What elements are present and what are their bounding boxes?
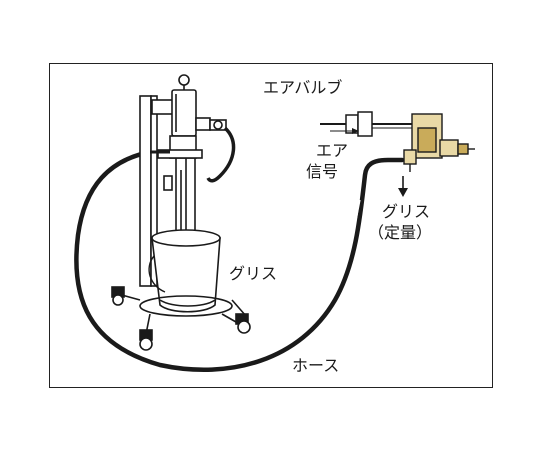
air-valve-label: エアバルブ xyxy=(263,78,343,97)
hose-label: ホース xyxy=(292,356,340,375)
hose-highlight-2 xyxy=(343,199,361,269)
grease-bucket-label: グリス xyxy=(229,264,278,283)
grease-outlet-label: グリス xyxy=(382,202,431,221)
hose-highlight xyxy=(279,291,331,341)
metering-valve xyxy=(403,113,475,172)
air-signal-label-line2: 信号 xyxy=(306,162,339,181)
grease-pump xyxy=(139,74,236,287)
grease-hose xyxy=(74,149,405,373)
grease-bucket xyxy=(111,229,251,351)
air-signal-label-line1: エア xyxy=(316,141,349,160)
air-valve xyxy=(320,111,412,137)
fixed-quantity-label: （定量） xyxy=(368,223,433,242)
grease-outlet-arrow xyxy=(398,176,408,197)
